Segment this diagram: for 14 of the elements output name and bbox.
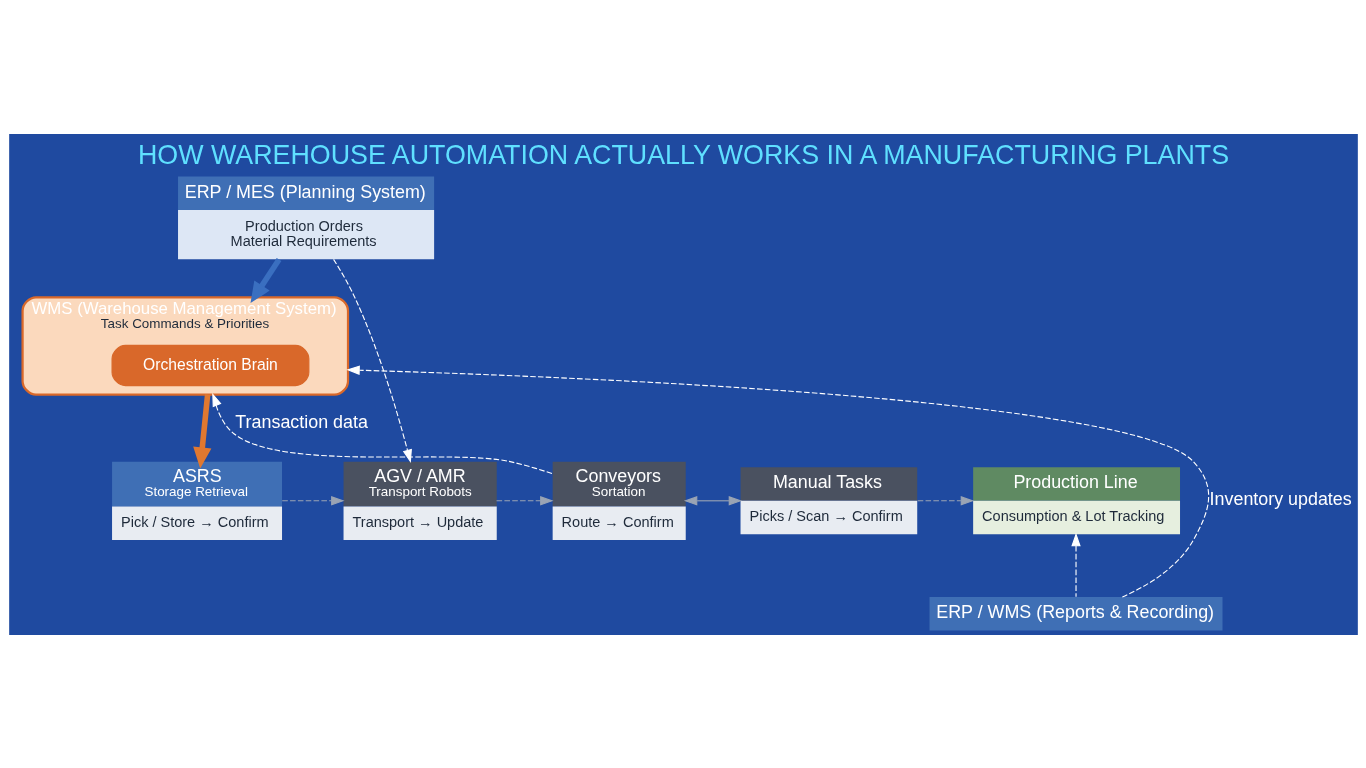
arrow (916, 495, 974, 505)
arrow (332, 258, 412, 463)
arrow (192, 393, 211, 468)
arrow (211, 392, 552, 474)
diagram-title: HOW WAREHOUSE AUTOMATION ACTUALLY WORKS IN A MANUFACTURING PLANTS (137, 139, 1229, 170)
arrow (1070, 532, 1081, 597)
edge-label: Transaction data (234, 411, 368, 432)
arrow (495, 495, 554, 505)
arrow (683, 495, 742, 505)
node-box: Orchestration Brain (111, 344, 309, 386)
node-box: ERP / WMS (Reports & Recording) (929, 596, 1222, 631)
edge-label: Inventory updates (1209, 488, 1352, 509)
arrow (250, 257, 281, 303)
arrow (281, 495, 345, 505)
